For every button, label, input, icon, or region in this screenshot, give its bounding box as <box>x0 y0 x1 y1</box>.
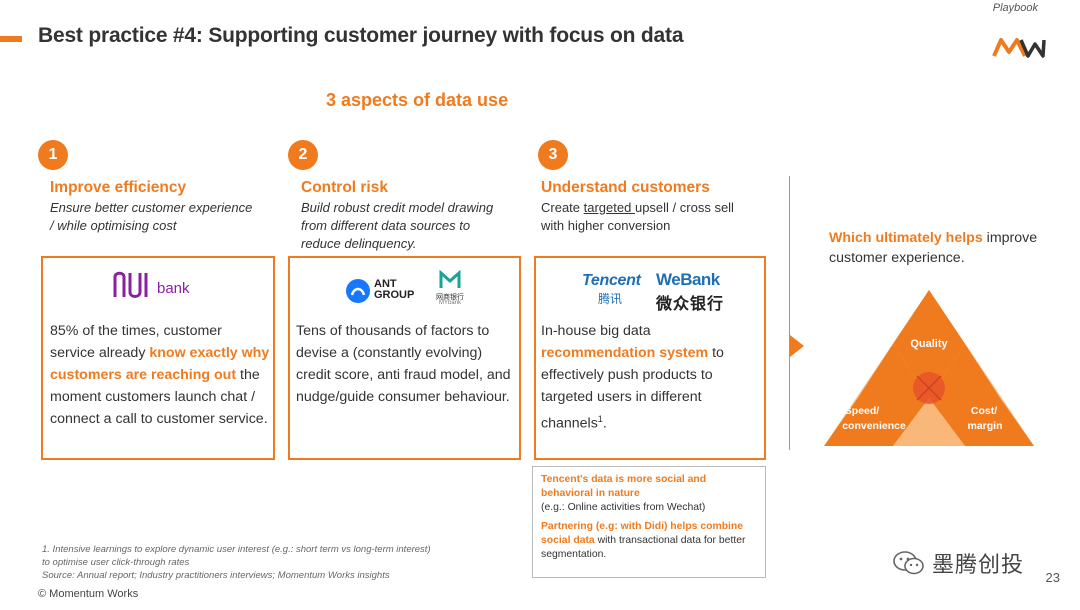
column-1-heading: Improve efficiency <box>50 179 187 196</box>
pyramid-label-quality: Quality <box>910 338 948 350</box>
ant-group-icon <box>346 279 370 303</box>
pyramid-label-speed: Speed/ <box>845 405 880 417</box>
column-2-subtitle: Build robust credit model drawing from d… <box>301 200 494 251</box>
column-1-subtitle: Ensure better customer experience / whil… <box>50 200 253 233</box>
step-number-3: 3 <box>538 140 568 170</box>
footnote: 1. Intensive learnings to explore dynami… <box>42 544 431 581</box>
pyramid-left-segment <box>824 344 929 446</box>
column-1-body: 85% of the times, customer service alrea… <box>50 323 270 427</box>
page-title: Best practice #4: Supporting customer jo… <box>38 24 684 47</box>
nubank-nu-icon <box>113 271 148 298</box>
column-2-card <box>288 256 521 460</box>
column-2-heading: Control risk <box>301 179 388 196</box>
pyramid-bottom-segment <box>893 398 965 446</box>
wechat-icon <box>893 551 924 575</box>
column-1-card <box>41 256 275 460</box>
ant-group-logo: ANT GROUP <box>345 276 415 306</box>
nubank-logo: bank <box>112 270 192 304</box>
pyramid-top-segment <box>893 290 965 344</box>
column-3-heading: Understand customers <box>541 179 710 196</box>
step-number-1: 1 <box>38 140 68 170</box>
quality-speed-cost-pyramid: Quality Speed/ convenience Cost/ margin <box>824 290 1034 446</box>
column-3-card <box>534 256 766 460</box>
momentum-works-logo-icon <box>992 38 1046 58</box>
column-3-subtitle: Create targeted upsell / cross sell with… <box>541 200 734 233</box>
mybank-icon <box>439 270 461 288</box>
conclusion-text: Which ultimately helps improve customer … <box>829 230 1038 266</box>
pyramid-label-margin: margin <box>967 420 1002 432</box>
playbook-label: Playbook <box>992 2 1038 14</box>
page-number: 23 <box>1045 570 1060 585</box>
column-2-body: Tens of thousands of factors to devise a… <box>296 323 511 405</box>
pyramid-center-segment <box>893 344 965 398</box>
step-number-2: 2 <box>288 140 318 170</box>
nubank-logo-text: bank <box>157 280 190 297</box>
pyramid-right-segment <box>929 344 1034 446</box>
vertical-divider <box>789 176 790 450</box>
webank-logo: WeBank 微众银行 <box>656 270 725 313</box>
tencent-data-note: Tencent's data is more social and behavi… <box>532 466 766 578</box>
mybank-logo: 网商银行 MYbank <box>432 270 468 308</box>
pyramid-label-cost: Cost/ <box>971 405 997 417</box>
wechat-watermark: 墨腾创投 <box>892 547 1024 579</box>
column-3-body: In-house big data recommendation system … <box>541 323 724 432</box>
header-accent-bar <box>0 36 22 42</box>
arrow-right-icon <box>790 335 804 357</box>
pyramid-label-convenience: convenience <box>842 420 906 432</box>
section-subheading: 3 aspects of data use <box>326 90 509 110</box>
tencent-logo: Tencent 腾讯 <box>582 272 641 306</box>
copyright: © Momentum Works <box>38 588 139 600</box>
